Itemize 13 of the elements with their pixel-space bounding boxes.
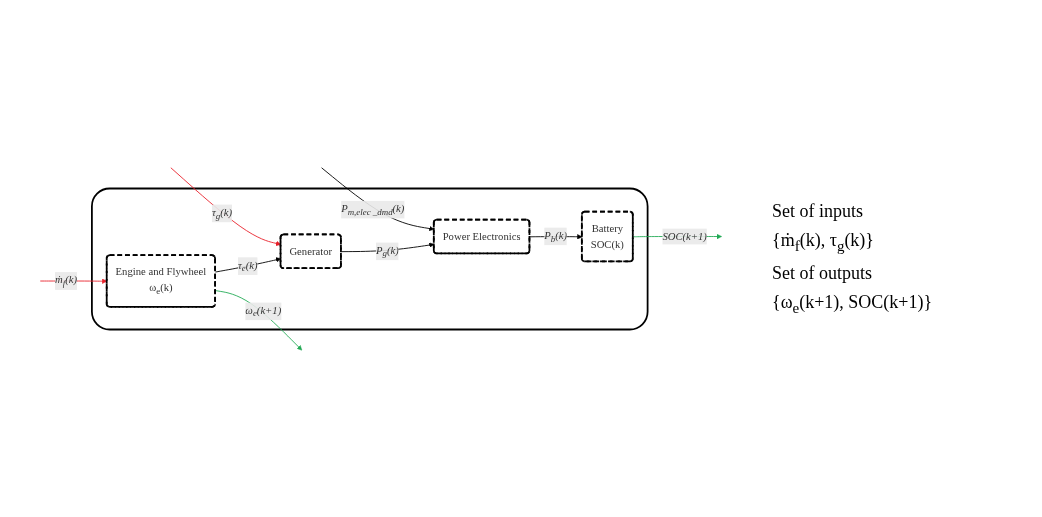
edge-label: ω$_{e}$(k+1) bbox=[245, 303, 282, 318]
note-text: Set of outputs bbox=[772, 262, 873, 284]
edge-label: P$_{g}$(k) bbox=[375, 243, 399, 258]
edge-label: ṁ$_{f}$(k) bbox=[55, 273, 78, 288]
formula-text: {ṁ$_{f}$(k), τ$_{g}$(k)} bbox=[772, 229, 875, 255]
edge-label: P$_{m,elec _dmd}$(k) bbox=[341, 202, 405, 217]
note-text: Set of inputs bbox=[772, 200, 864, 222]
edge-label: τ$_{g}$(k) bbox=[211, 205, 233, 220]
edge-label: τ$_{e}$(k) bbox=[238, 258, 258, 273]
cluster bbox=[91, 187, 649, 330]
formula-text: {ω$_{e}$(k+1), SOC(k+1)} bbox=[772, 291, 934, 317]
edge-label: SOC(k+1) bbox=[662, 229, 707, 242]
edge-label: P$_{b}$(k) bbox=[544, 228, 568, 243]
